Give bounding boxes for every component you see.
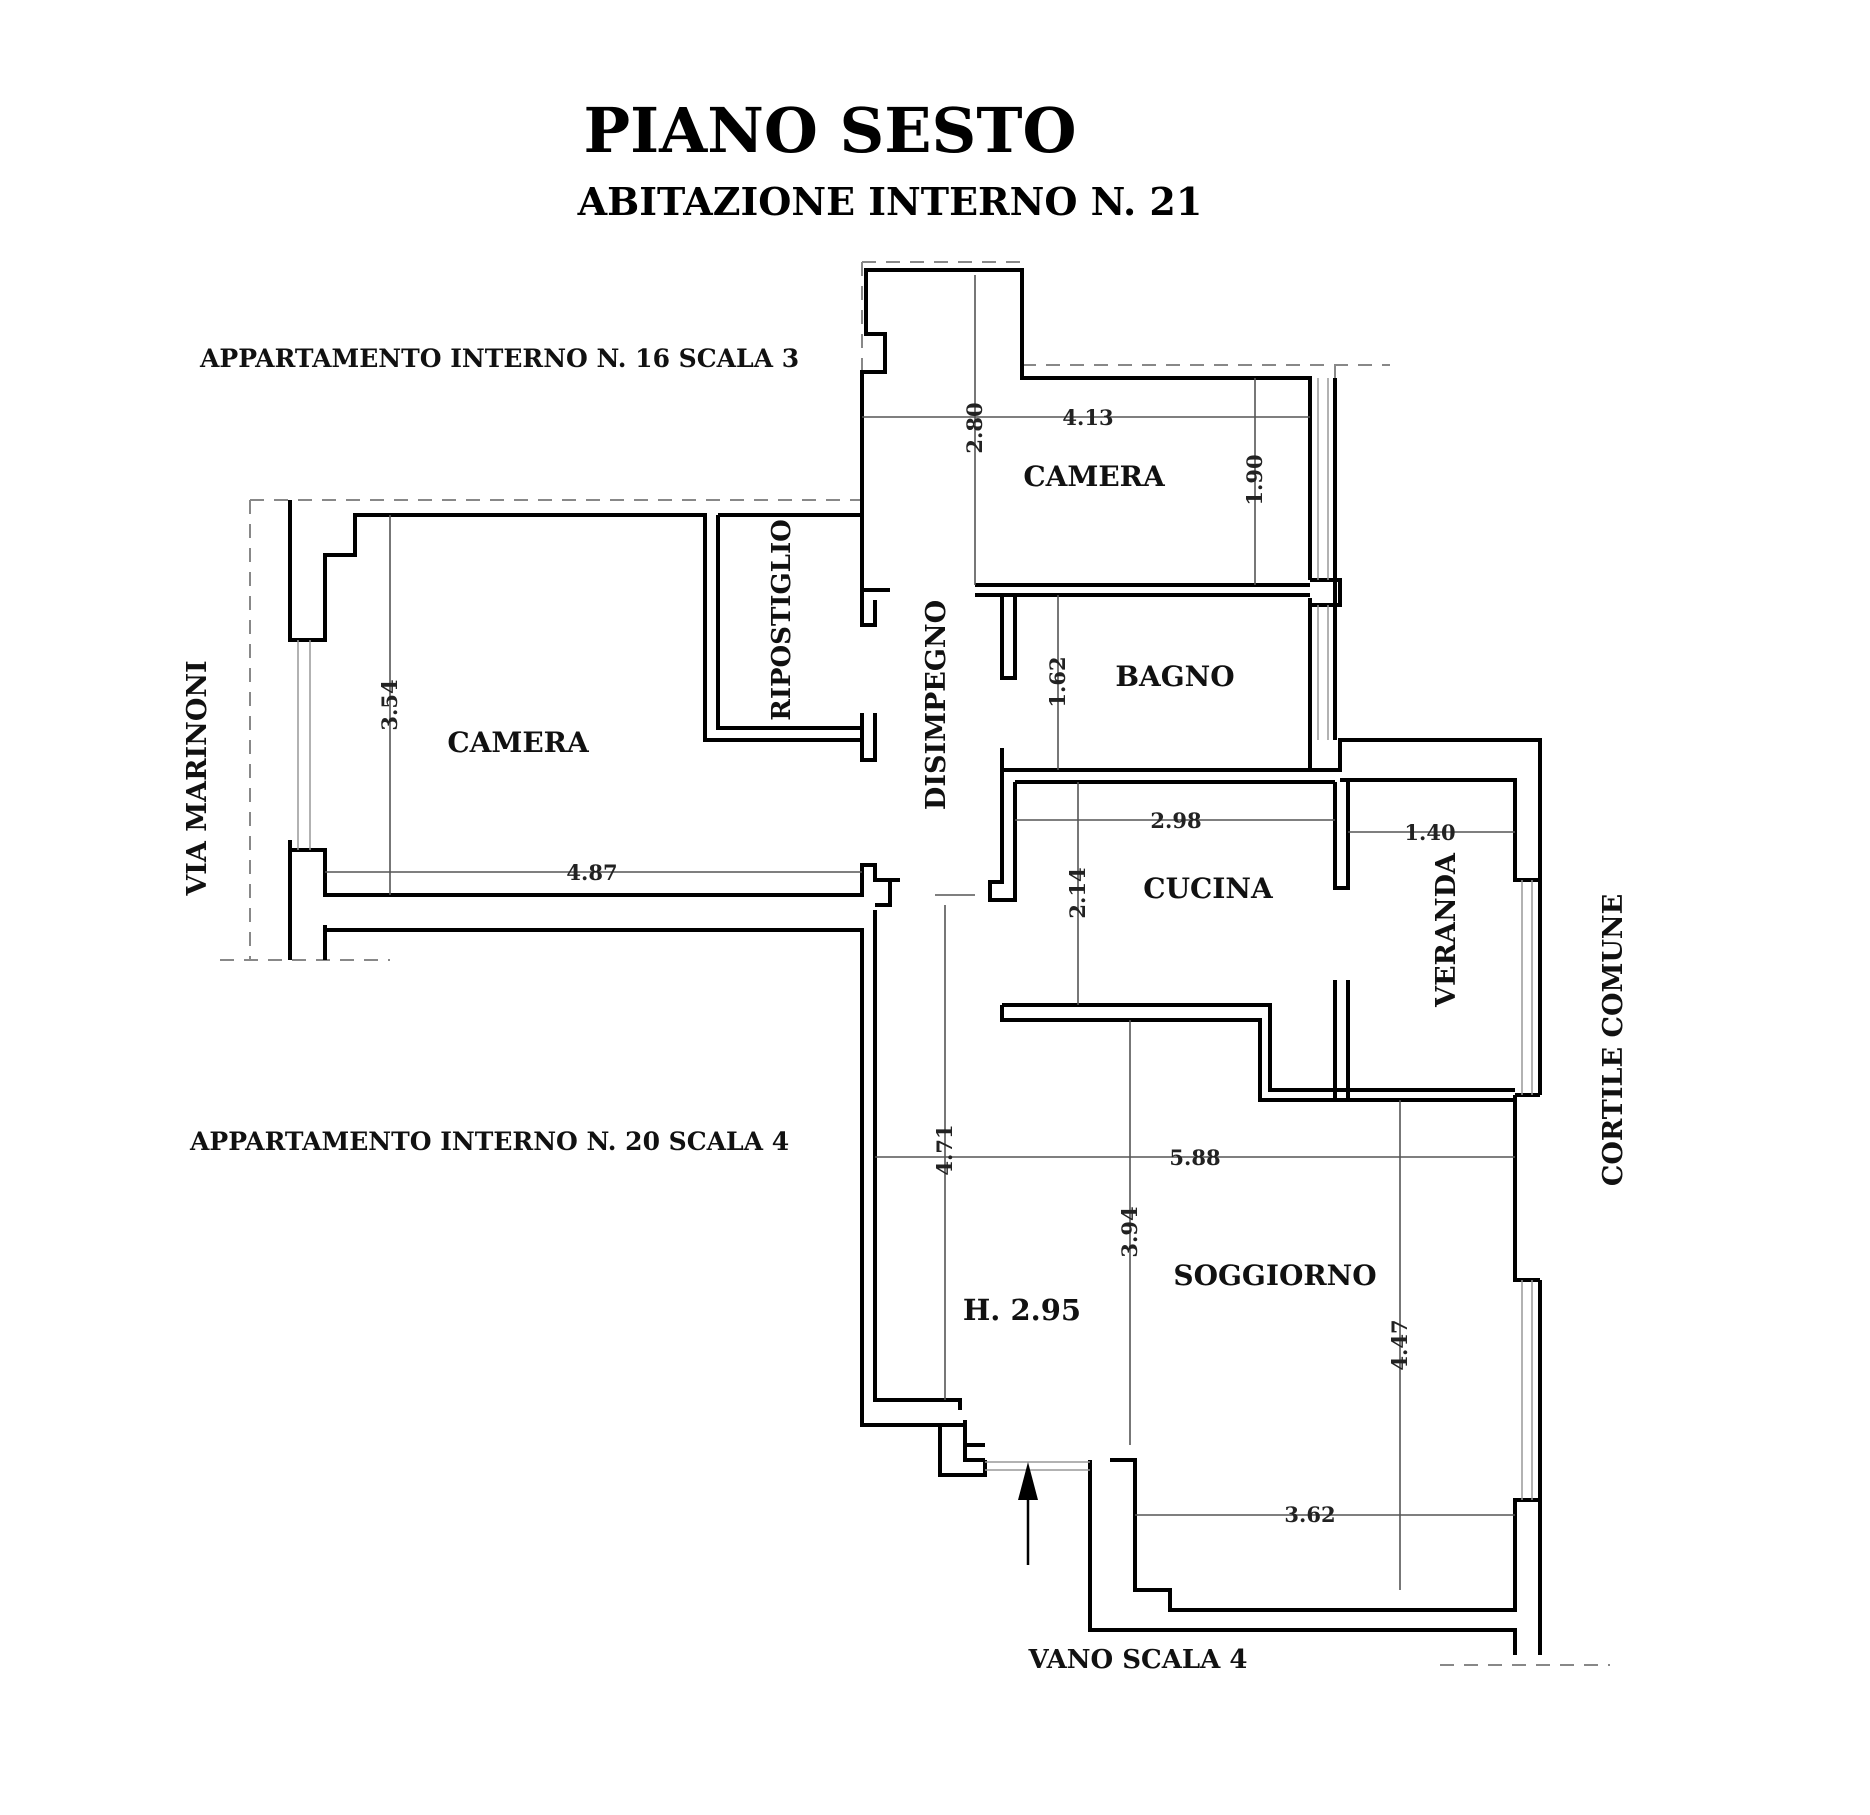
dim-soggiorno-width: 5.88 [1169,1145,1220,1170]
neighbor-label-bottom: APPARTAMENTO INTERNO N. 20 SCALA 4 [189,1127,789,1156]
dim-camera-top-height: 2.80 [962,402,987,453]
dim-bagno-height: 1.62 [1045,656,1070,707]
stairwell-label: VANO SCALA 4 [1027,1645,1247,1675]
dim-soggiorno-right-height: 4.47 [1387,1319,1412,1370]
dim-camera-left-width: 4.87 [566,860,617,885]
room-height-label: H. 2.95 [963,1293,1081,1327]
dim-camera-top-height2: 1.90 [1242,454,1267,505]
boundary-lines [220,261,1610,1666]
room-label-ripostiglio: RIPOSTIGLIO [767,519,797,721]
room-label-soggiorno: SOGGIORNO [1173,1259,1376,1292]
room-label-cucina: CUCINA [1143,872,1274,905]
dim-veranda-width: 1.40 [1404,820,1455,845]
plan-title: PIANO SESTO [584,94,1077,167]
dimension-lines [325,275,1515,1590]
room-label-camera-top: CAMERA [1023,460,1166,493]
dim-soggiorno-left-height: 4.71 [932,1124,957,1175]
dim-soggiorno-bottom-width: 3.62 [1284,1502,1335,1527]
room-label-disimpegno: DISIMPEGNO [921,600,952,810]
neighbor-label-top: APPARTAMENTO INTERNO N. 16 SCALA 3 [199,344,799,373]
room-label-bagno: BAGNO [1115,660,1234,693]
dim-camera-top-width: 4.13 [1062,405,1113,430]
plan-subtitle: ABITAZIONE INTERNO N. 21 [577,179,1203,224]
courtyard-label: CORTILE COMUNE [1598,894,1629,1186]
dim-cucina-height: 2.14 [1065,867,1090,918]
street-label: VIA MARINONI [182,660,213,896]
room-label-veranda: VERANDA [1431,852,1462,1008]
dim-cucina-width: 2.98 [1150,808,1201,833]
windows [297,378,1533,1500]
dim-soggiorno-mid-height: 3.94 [1117,1206,1142,1257]
room-label-camera-left: CAMERA [447,726,590,759]
entrance-arrow-icon [1018,1462,1038,1565]
dim-camera-left-height: 3.54 [377,679,402,730]
walls [288,268,1542,1655]
